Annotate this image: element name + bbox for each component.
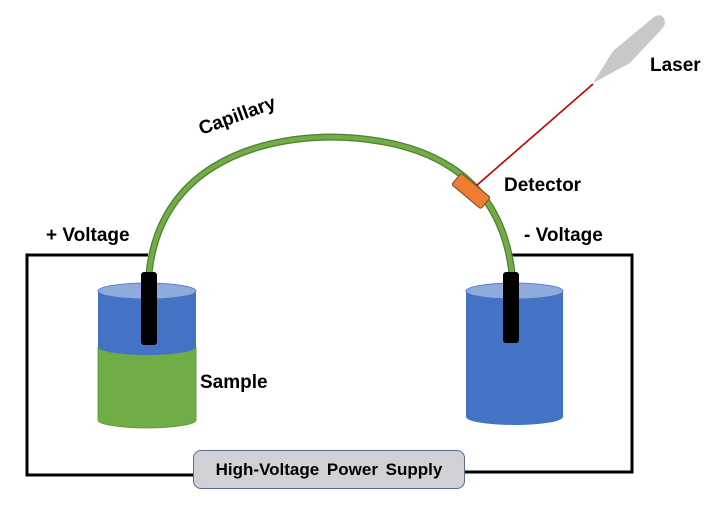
negative-voltage-label: - Voltage [524,225,603,246]
wire-positive [25,253,194,477]
detector [451,173,491,209]
laser-label: Laser [650,55,701,76]
capillary-tube [146,134,515,274]
sample-label: Sample [200,372,268,393]
wire-negative [465,253,634,474]
electrode-right [503,272,519,343]
power-supply-box: High-Voltage Power Supply [193,450,465,489]
laser-beam [475,83,594,187]
laser-icon [593,15,665,84]
positive-voltage-label: + Voltage [46,225,130,246]
capillary-tube-edge [145,133,516,274]
buffer-layer-right [466,291,563,425]
detector-label: Detector [504,175,582,196]
electrode-left [141,272,157,345]
power-supply-label: High-Voltage Power Supply [215,459,443,479]
sample-layer [97,346,197,429]
